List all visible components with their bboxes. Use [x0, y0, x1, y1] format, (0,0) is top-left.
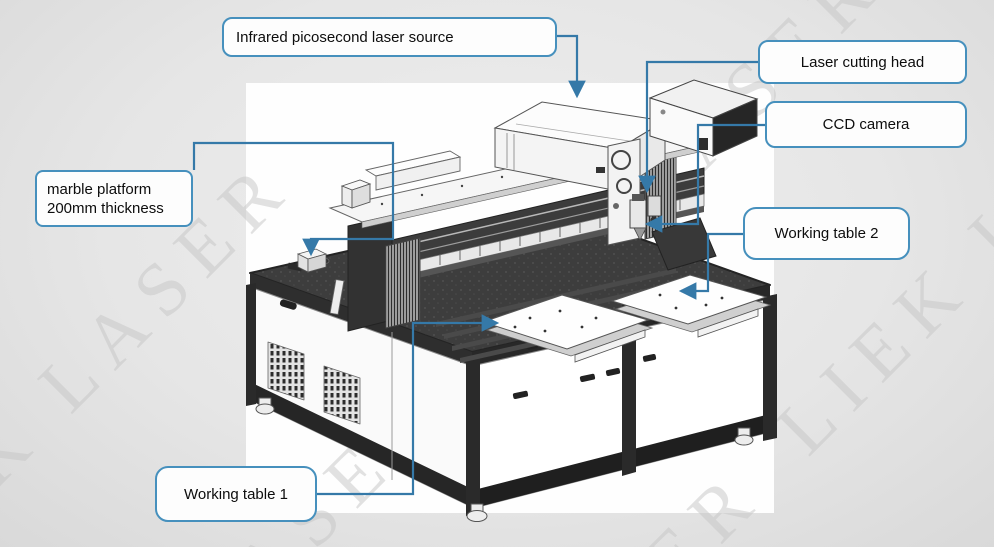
- callout-working-table-1: Working table 1: [155, 466, 317, 522]
- ccd-camera-body: [647, 195, 662, 217]
- cable-tray-box: [364, 150, 462, 191]
- vent-grille: [323, 365, 361, 425]
- gantry-column: [347, 215, 393, 332]
- callout-marble-platform-line1: marble platform: [47, 180, 152, 198]
- callout-cutting-head: Laser cutting head: [758, 40, 967, 84]
- callout-marble-platform-line2: 200mm thickness: [47, 199, 164, 217]
- connector-marble-platform: [192, 141, 395, 257]
- bellows-cover: [385, 237, 421, 329]
- callout-ccd-camera-label: CCD camera: [822, 116, 910, 133]
- door-handle: [279, 299, 297, 310]
- cabinet-skirt: [250, 382, 474, 508]
- callout-ccd-camera: CCD camera: [765, 101, 967, 148]
- callout-connectors: [192, 34, 765, 496]
- callout-laser-source: Infrared picosecond laser source: [222, 17, 557, 57]
- callout-laser-source-label: Infrared picosecond laser source: [236, 28, 454, 46]
- laser-head-assembly: [607, 138, 662, 246]
- deck-fixture: [296, 248, 328, 273]
- machine-foot: [255, 397, 754, 522]
- cutting-head-body: [629, 199, 647, 229]
- callout-working-table-2: Working table 2: [743, 207, 910, 260]
- callout-working-table-2-label: Working table 2: [774, 225, 879, 242]
- callout-working-table-1-label: Working table 1: [184, 485, 288, 503]
- connector-laser-source: [557, 34, 586, 99]
- connector-ccd-camera: [644, 123, 765, 233]
- motor-box: [340, 179, 372, 209]
- connector-working-table-1: [317, 314, 500, 496]
- working-table-1-surface: [481, 294, 654, 363]
- connector-cutting-head: [638, 60, 758, 194]
- callout-marble-platform: marble platform 200mm thickness: [35, 170, 193, 227]
- callout-cutting-head-label: Laser cutting head: [800, 53, 925, 71]
- cutting-head-nozzle: [633, 227, 647, 241]
- vent-grille: [267, 341, 305, 401]
- connector-working-table-2: [678, 232, 743, 300]
